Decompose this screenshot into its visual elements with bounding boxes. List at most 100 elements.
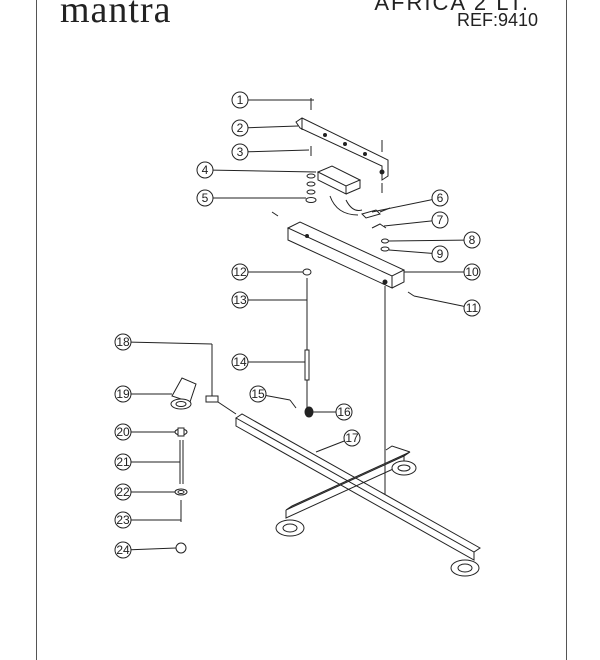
callout-leader — [388, 249, 433, 254]
part-clip — [371, 223, 387, 229]
callout-number: 13 — [233, 293, 247, 307]
callout-number: 6 — [437, 191, 444, 205]
part-top-nut — [302, 268, 312, 276]
callout-number: 8 — [469, 233, 476, 247]
callout-circle — [114, 453, 132, 471]
callout-circle — [231, 119, 249, 137]
callout-17: 17 — [315, 429, 361, 453]
callout-circle — [114, 385, 132, 403]
callout-circle — [431, 245, 449, 263]
callout-19: 19 — [114, 385, 172, 403]
callout-circle — [231, 353, 249, 371]
left-border — [36, 0, 37, 660]
part-driver — [316, 165, 363, 216]
part-mounting-bracket — [295, 117, 389, 181]
callout-10: 10 — [404, 263, 481, 281]
part-nut-washer — [380, 238, 390, 252]
callout-circle — [114, 511, 132, 529]
callout-circle — [114, 333, 132, 351]
reference-number: REF:9410 — [456, 10, 538, 30]
callout-leader — [388, 239, 465, 242]
callout-5: 5 — [196, 189, 306, 207]
callout-circle — [231, 143, 249, 161]
callout-circle — [463, 263, 481, 281]
model-name: AFRICA 2 LT. — [374, 0, 530, 15]
part-side-screws — [271, 211, 415, 297]
callout-circle — [114, 483, 132, 501]
part-lamp-head — [170, 377, 197, 410]
callout-number: 16 — [337, 405, 351, 419]
callout-circle — [335, 403, 353, 421]
part-power-cable — [205, 344, 237, 415]
callout-circle — [249, 385, 267, 403]
callout-circle — [114, 541, 132, 559]
callout-12: 12 — [231, 263, 303, 281]
callout-14: 14 — [231, 353, 305, 371]
callout-number: 2 — [237, 121, 244, 135]
callout-leader — [383, 220, 433, 227]
callout-number: 9 — [437, 247, 444, 261]
callout-20: 20 — [114, 423, 175, 441]
callout-15: 15 — [249, 385, 291, 403]
callout-18: 18 — [114, 333, 213, 351]
part-lampholder-stack — [174, 427, 188, 554]
callout-circle — [431, 211, 449, 229]
callout-number: 18 — [116, 335, 130, 349]
callout-circle — [431, 189, 449, 207]
callout-7: 7 — [383, 211, 449, 229]
callout-leader — [212, 169, 317, 173]
callout-1: 1 — [231, 91, 309, 109]
callout-circle — [343, 429, 361, 447]
part-cable-gripper — [304, 406, 314, 418]
callout-9: 9 — [388, 245, 449, 263]
callout-leader — [130, 341, 213, 345]
part-nuts — [305, 173, 317, 203]
callout-6: 6 — [371, 189, 449, 213]
callout-number: 21 — [116, 455, 130, 469]
callout-11: 11 — [413, 295, 481, 317]
callout-circle — [231, 263, 249, 281]
callout-number: 7 — [437, 213, 444, 227]
callout-number: 5 — [202, 191, 209, 205]
callout-leader — [265, 394, 291, 401]
callout-number: 10 — [465, 265, 479, 279]
callout-leader — [371, 199, 433, 213]
callout-circle — [196, 161, 214, 179]
callout-number: 17 — [345, 431, 359, 445]
callout-leader — [247, 125, 299, 129]
part-rod — [304, 349, 310, 381]
callout-number: 24 — [116, 543, 130, 557]
callout-4: 4 — [196, 161, 317, 179]
callout-21: 21 — [114, 453, 180, 471]
callout-23: 23 — [114, 511, 181, 529]
callout-8: 8 — [388, 231, 481, 249]
part-canopy-box — [286, 221, 406, 289]
callout-3: 3 — [231, 143, 310, 161]
callout-16: 16 — [313, 403, 353, 421]
callout-leader — [315, 440, 345, 453]
callout-number: 20 — [116, 425, 130, 439]
callout-number: 19 — [116, 387, 130, 401]
callout-leader — [247, 149, 310, 153]
callout-circle — [231, 91, 249, 109]
callout-circle — [196, 189, 214, 207]
callout-circle — [231, 291, 249, 309]
callout-22: 22 — [114, 483, 175, 501]
callout-number: 14 — [233, 355, 247, 369]
callout-number: 15 — [251, 387, 265, 401]
callout-13: 13 — [231, 291, 307, 309]
callout-number: 1 — [237, 93, 244, 107]
callout-number: 3 — [237, 145, 244, 159]
part-grub-screw — [289, 399, 297, 409]
callout-leader — [130, 547, 177, 551]
callout-number: 12 — [233, 265, 247, 279]
callout-number: 11 — [466, 301, 479, 315]
callout-2: 2 — [231, 119, 299, 137]
callout-number: 22 — [116, 485, 130, 499]
callout-24: 24 — [114, 541, 177, 559]
part-screws — [310, 140, 383, 193]
brand-logo: mantra — [60, 0, 172, 31]
